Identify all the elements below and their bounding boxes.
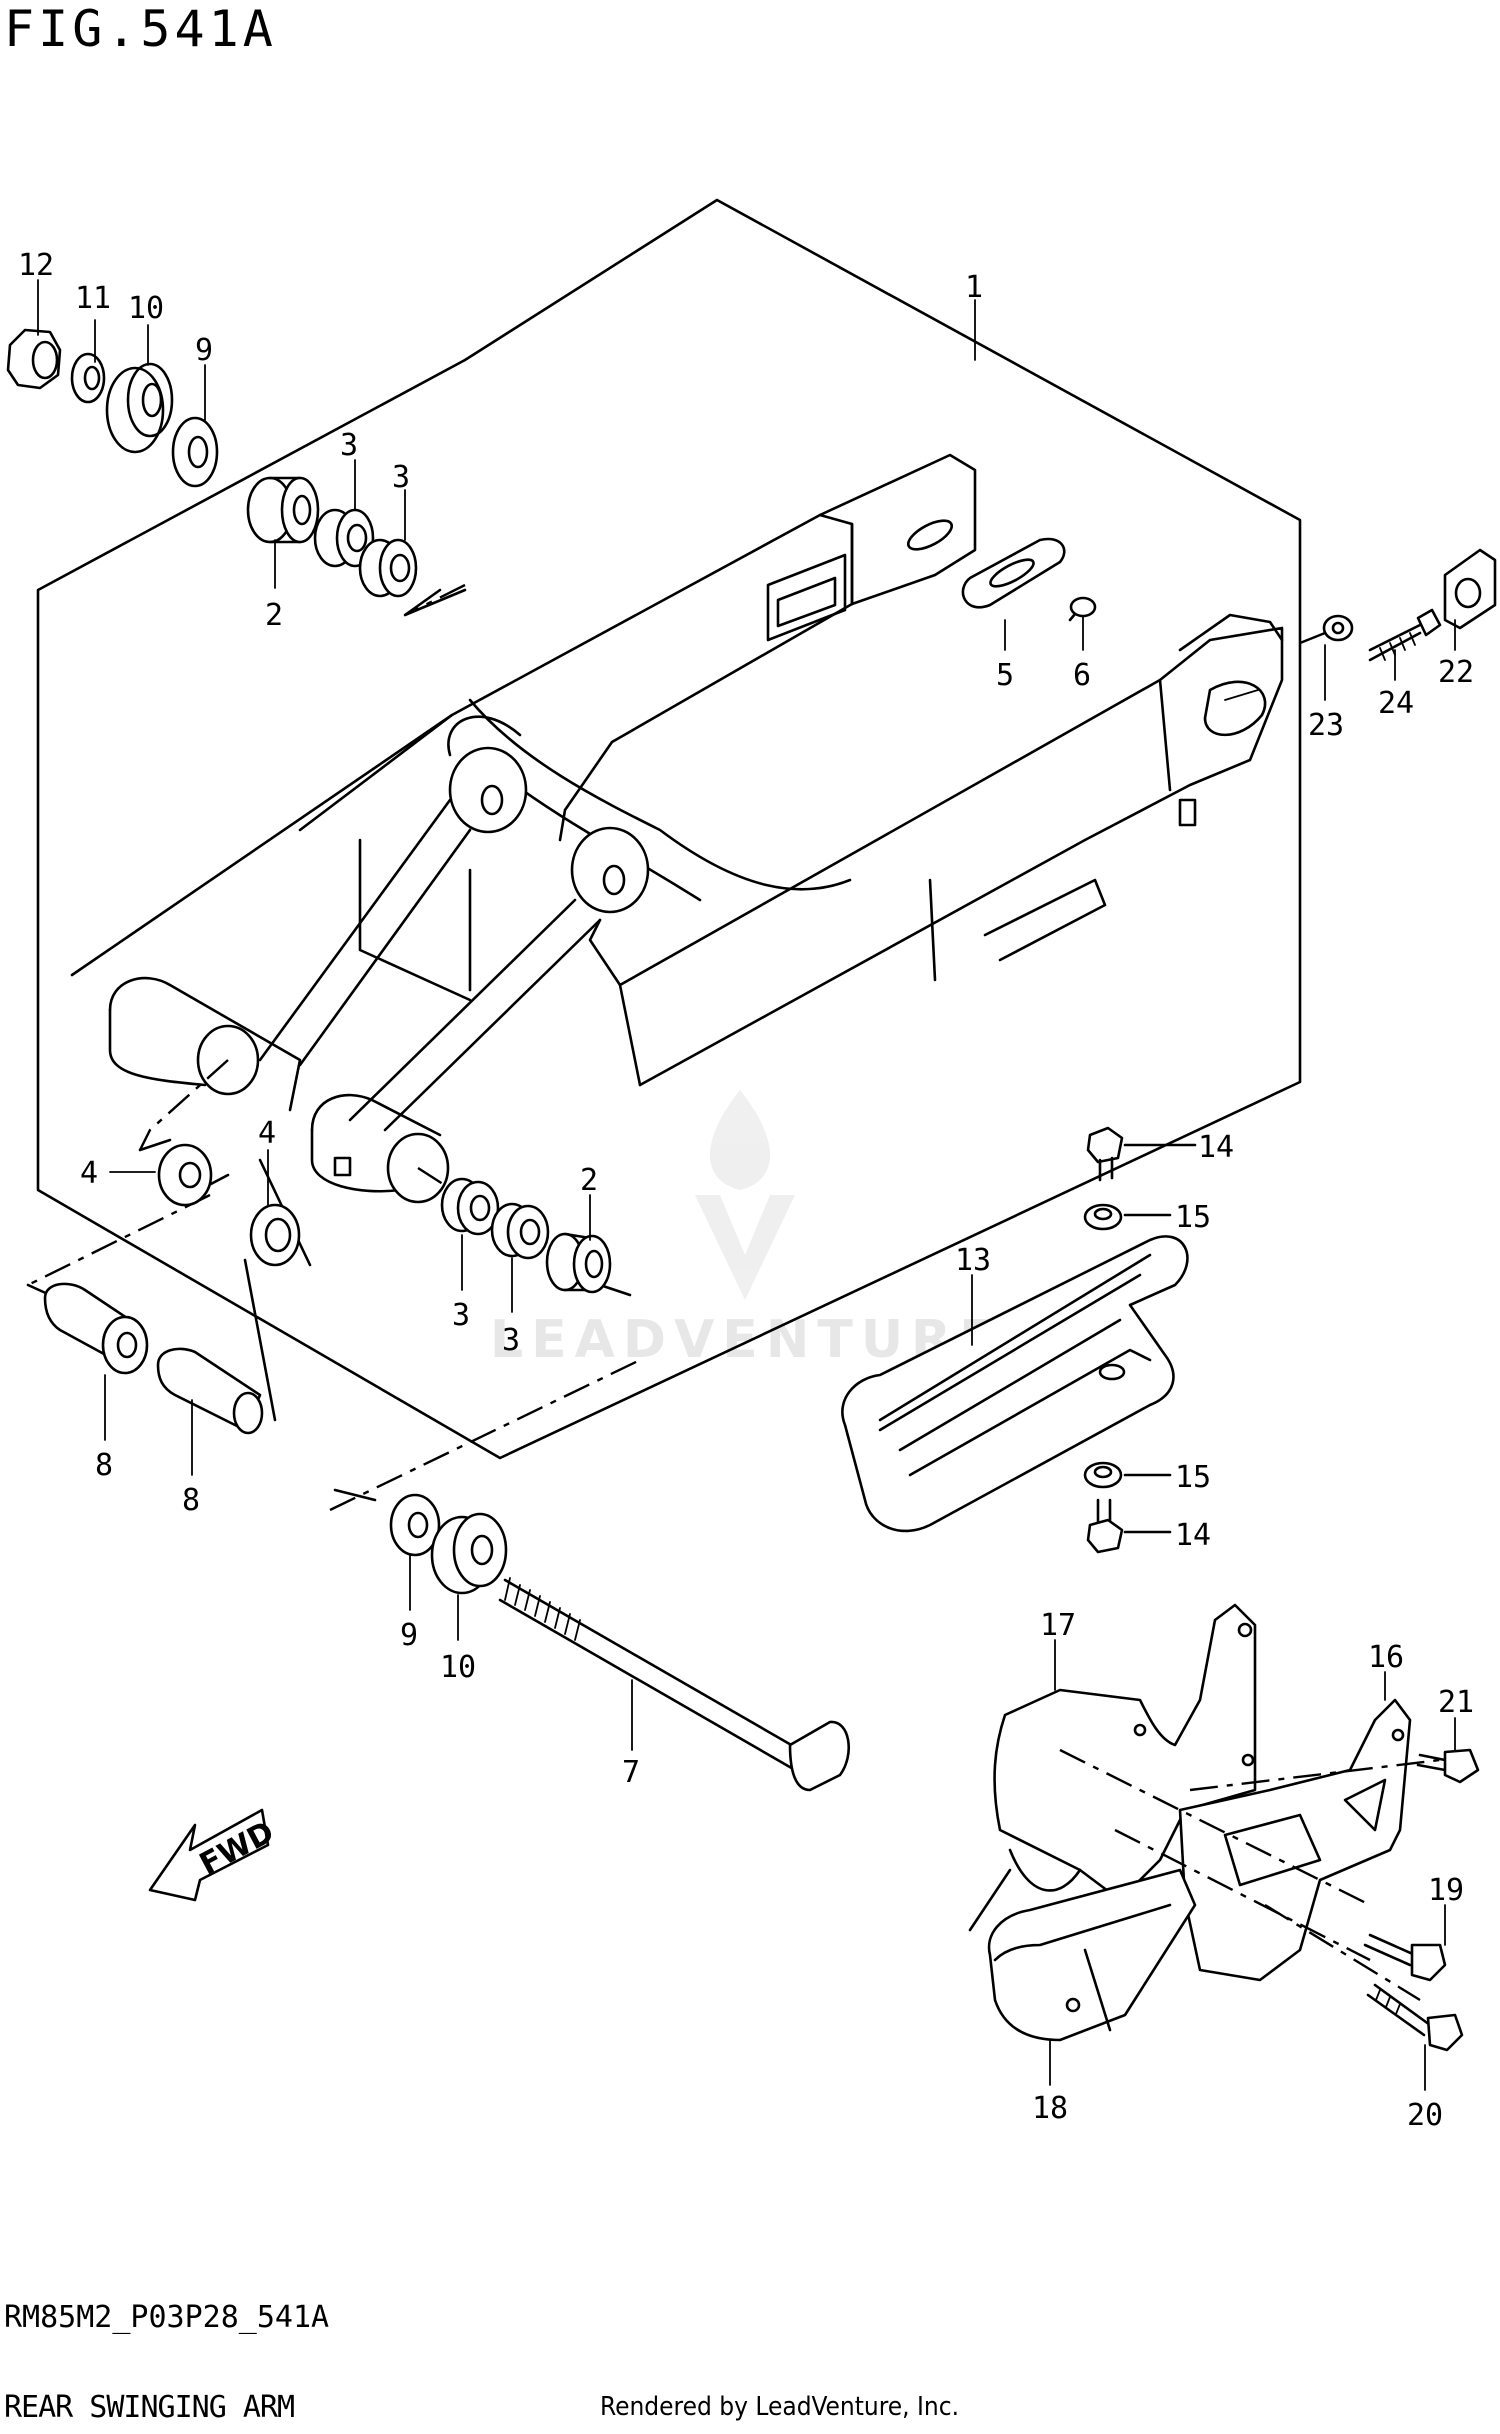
part-lower-guard-18 [987,1868,1197,2042]
callout-23: 23 [1308,708,1344,743]
callout-8: 8 [182,1483,200,1518]
part-block-22 [1443,548,1497,630]
callout-17: 17 [1040,1608,1076,1643]
part-washer-15-upper [1083,1203,1172,1231]
part-bolt-21 [1416,1748,1480,1784]
part-bearing-3-upper-a [313,508,375,568]
part-washer-11 [70,352,106,404]
callout-leaders [37,279,1456,2091]
callout-10: 10 [440,1650,476,1685]
part-bolt-14-lower [1086,1498,1172,1554]
callout-9: 9 [400,1618,418,1653]
part-bearing-3-lower-b [490,1202,550,1260]
watermark-logo [695,1090,795,1300]
callout-4: 4 [258,1116,276,1151]
part-washer-9-lower [389,1493,441,1557]
callout-12: 12 [18,248,54,283]
callout-14: 14 [1175,1518,1211,1553]
pivot-axis-line-bolt [329,1358,641,1512]
part-washer-9-upper [171,416,219,488]
part-bolt-24 [1368,608,1442,662]
callout-16: 16 [1368,1640,1404,1675]
callout-13: 13 [955,1243,991,1278]
part-spacer-10-lower [430,1512,508,1595]
callout-11: 11 [75,281,111,316]
part-chain-slider-13 [841,1235,1189,1533]
part-washer-15-lower [1083,1461,1172,1489]
diagram-name: REAR SWINGING ARM [4,2390,295,2425]
callout-9: 9 [195,333,213,368]
callout-labels: 1 2 2 3 3 3 3 4 4 5 6 7 8 8 9 9 10 10 11… [18,248,1474,2133]
callout-8: 8 [95,1448,113,1483]
swingarm-body [70,453,1284,1204]
callout-21: 21 [1438,1685,1474,1720]
diagram-code: RM85M2_P03P28_541A [4,2300,330,2335]
callout-2: 2 [580,1163,598,1198]
callout-20: 20 [1407,2098,1443,2133]
figure-title: FIG.541A [4,0,277,58]
callout-3: 3 [340,428,358,463]
callout-14: 14 [1198,1130,1234,1165]
callout-5: 5 [996,658,1014,693]
part-collar-8-right [156,1347,264,1435]
pivot-axis-line-low [27,1193,211,1287]
part-nut-12 [6,328,62,390]
part-bearing-3-lower-a [440,1177,500,1236]
callout-7: 7 [622,1755,640,1790]
part-screw-6 [1068,596,1097,622]
part-bolt-14-upper [1086,1126,1197,1182]
callout-1: 1 [965,270,983,305]
fwd-arrow-icon: FWD [148,1808,280,1902]
callout-3: 3 [502,1323,520,1358]
part-pivot-bolt-7 [498,1577,850,1792]
callout-2: 2 [265,598,283,633]
callout-4: 4 [80,1156,98,1191]
assembly-outline [36,198,1302,1460]
part-plate-5 [961,537,1066,609]
part-bearing-3-upper-b [358,538,418,598]
part-seal-4-right [249,1203,301,1267]
callout-22: 22 [1438,655,1474,690]
callout-3: 3 [392,460,410,495]
callout-10: 10 [128,291,164,326]
part-bolt-19 [1363,1933,1447,1982]
part-spacer-10-upper [105,362,174,454]
part-collar-8-left [43,1282,149,1375]
pivot-axis-line-rear [1299,631,1326,645]
callout-18: 18 [1032,2091,1068,2126]
part-bolt-20 [1366,1983,1464,2052]
part-nut-23 [1322,614,1354,642]
callout-6: 6 [1073,658,1091,693]
part-washer-4-left [157,1143,213,1207]
credit-line: Rendered by LeadVenture, Inc. [600,2392,960,2422]
pivot-axis-line-left [138,1059,229,1151]
callout-19: 19 [1428,1873,1464,1908]
callout-3: 3 [452,1298,470,1333]
callout-24: 24 [1378,686,1414,721]
callout-15: 15 [1175,1200,1211,1235]
part-bushing-2-upper [246,476,320,544]
part-bushing-2-lower [545,1232,612,1294]
callout-15: 15 [1175,1460,1211,1495]
